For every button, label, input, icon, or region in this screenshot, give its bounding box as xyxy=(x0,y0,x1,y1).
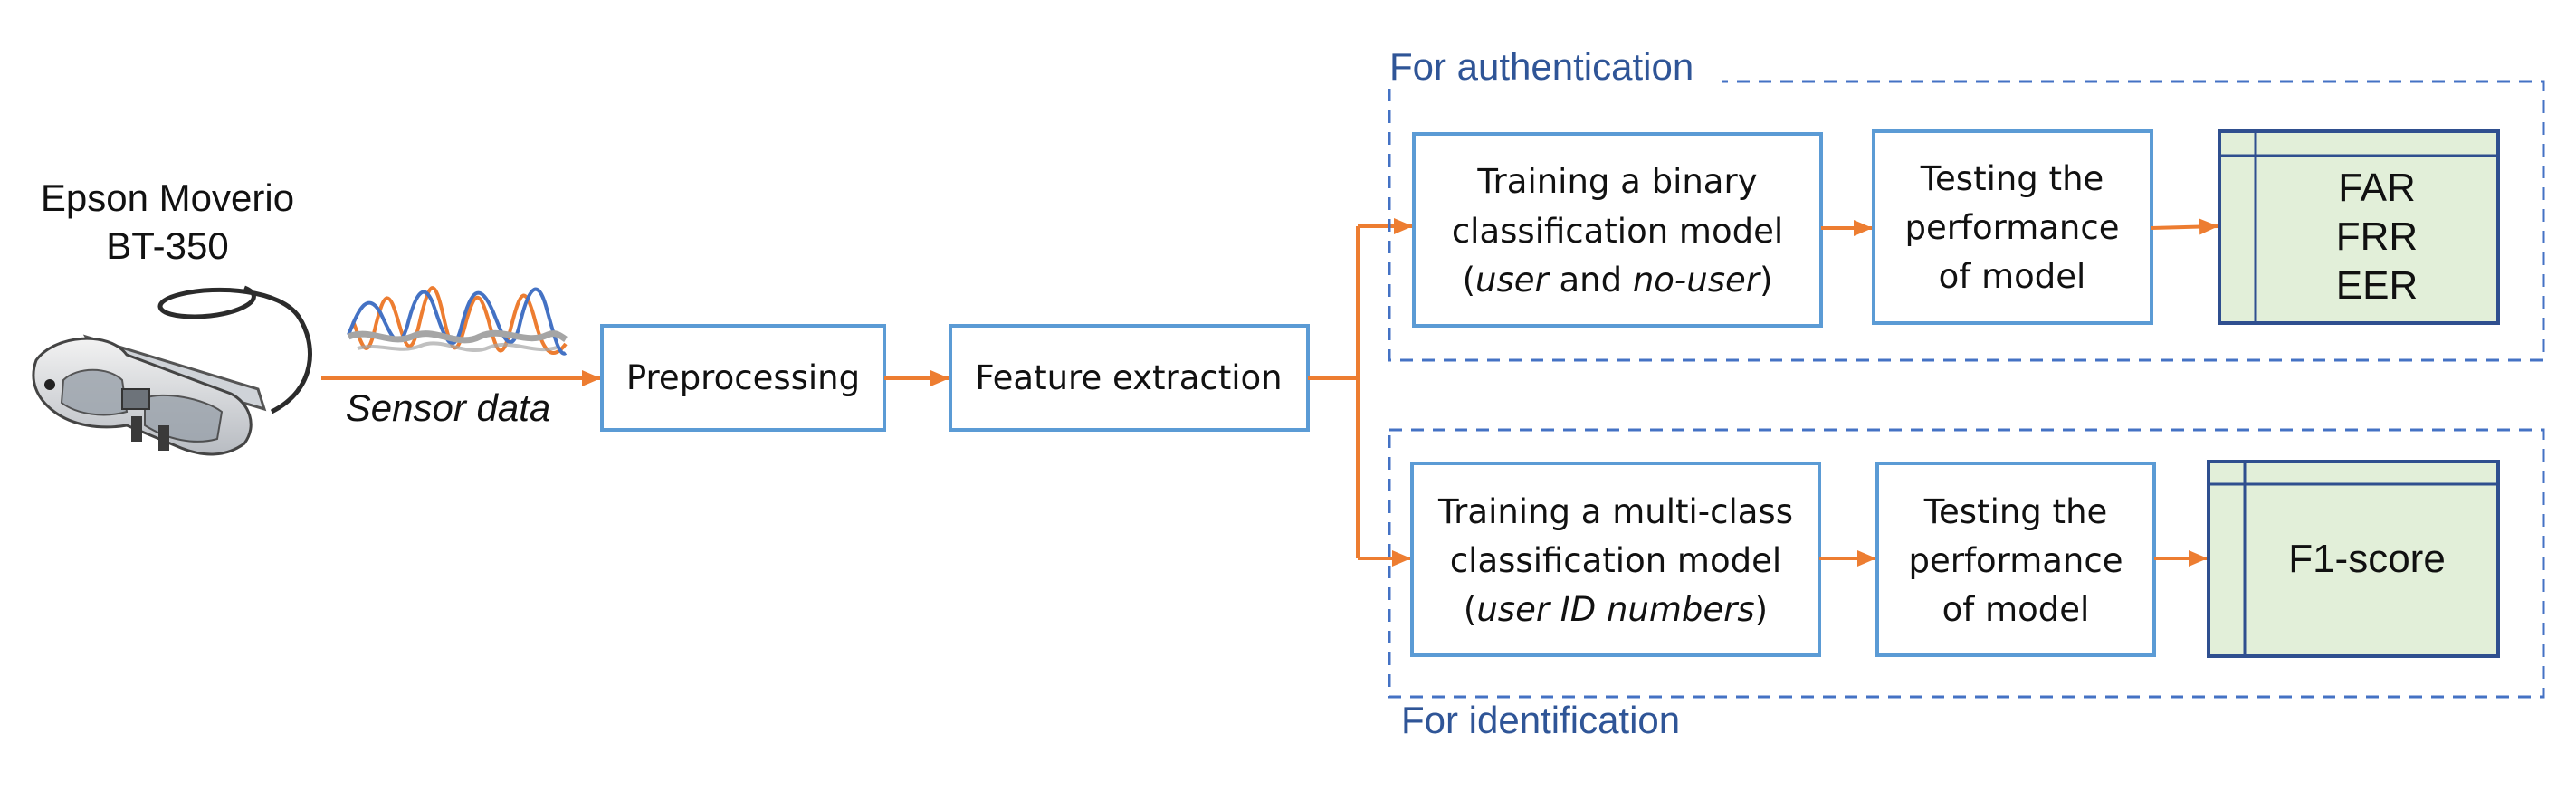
auth-testing-line1: Testing the xyxy=(1920,159,2104,198)
ident-testing-line3: of model xyxy=(1942,590,2090,629)
device-name-line1: Epson Moverio xyxy=(41,176,294,219)
auth-testing-line2: performance xyxy=(1905,208,2120,247)
smart-glasses-icon xyxy=(32,285,312,456)
auth-results-table: FAR FRR EER xyxy=(2218,129,2500,325)
auth-training-box: Training a binary classification model (… xyxy=(1412,132,1823,328)
auth-result-frr: FRR xyxy=(2336,214,2418,259)
feature-extraction-box: Feature extraction xyxy=(949,324,1310,432)
authentication-group-label: For authentication xyxy=(1389,45,1693,88)
auth-training-line3: (user and no-user) xyxy=(1463,261,1773,300)
authentication-group: For authentication Training a binary cla… xyxy=(1387,45,2545,362)
ident-testing-line1: Testing the xyxy=(1923,492,2108,531)
auth-training-line1: Training a binary xyxy=(1476,162,1757,201)
auth-result-far: FAR xyxy=(2338,166,2416,210)
ident-training-box: Training a multi-class classification mo… xyxy=(1410,462,1821,657)
ident-results-table: F1-score xyxy=(2207,460,2500,658)
auth-result-eer: EER xyxy=(2336,263,2418,308)
sensor-waveform-icon xyxy=(347,286,568,356)
preprocessing-label: Preprocessing xyxy=(626,358,860,397)
auth-testing-box: Testing the performance of model xyxy=(1872,129,2153,325)
ident-training-line1: Training a multi-class xyxy=(1437,492,1793,531)
auth-training-line2: classification model xyxy=(1452,212,1783,251)
preprocessing-box: Preprocessing xyxy=(600,324,886,432)
ident-training-line2: classification model xyxy=(1450,541,1781,580)
identification-group-label: For identification xyxy=(1401,699,1680,741)
feature-extraction-label: Feature extraction xyxy=(975,358,1282,397)
ident-result-f1: F1-score xyxy=(2288,537,2446,581)
device-name-line2: BT-350 xyxy=(106,224,228,267)
identification-group: For identification Training a multi-clas… xyxy=(1388,428,2545,741)
sensor-data-label: Sensor data xyxy=(346,386,551,429)
ident-testing-line2: performance xyxy=(1909,541,2123,580)
ident-testing-box: Testing the performance of model xyxy=(1875,462,2156,657)
auth-testing-to-results-arrow xyxy=(2151,218,2218,235)
ident-training-line3: (user ID numbers) xyxy=(1464,590,1768,629)
branch-connector xyxy=(1308,226,1360,558)
auth-testing-line3: of model xyxy=(1939,257,2086,296)
